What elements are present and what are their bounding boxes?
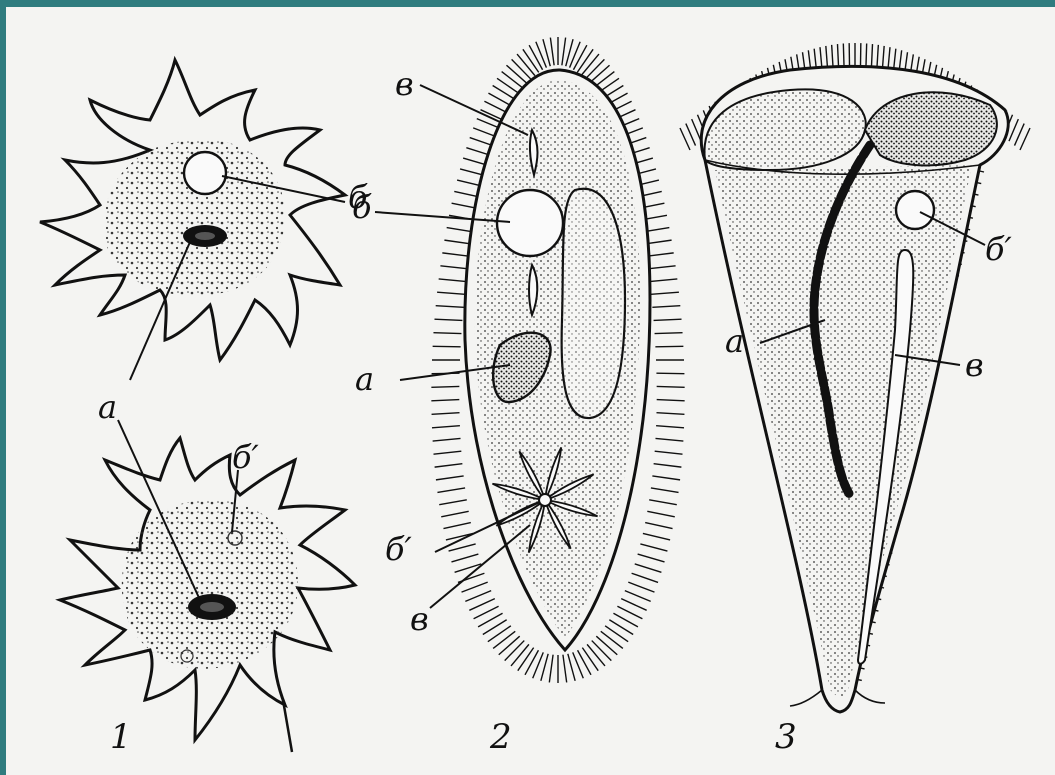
amoeba-lower bbox=[60, 438, 355, 752]
panel-number-2: 2 bbox=[489, 717, 512, 757]
panel-number-3: 3 bbox=[775, 717, 797, 757]
label-bprime-panel2: б′ bbox=[385, 530, 413, 568]
label-b-panel2: б bbox=[352, 188, 372, 226]
label-bprime-panel3: б′ bbox=[985, 230, 1013, 268]
label-a-panel1: а bbox=[98, 388, 117, 426]
label-v-top-panel2: в bbox=[395, 65, 414, 103]
panel-number-1: 1 bbox=[110, 717, 132, 757]
label-a-panel3: а bbox=[725, 322, 744, 360]
label-bprime-panel1: б′ bbox=[232, 438, 260, 476]
label-v-bottom-panel2: в bbox=[410, 600, 429, 638]
label-v-panel3: в bbox=[965, 346, 984, 384]
label-a-panel2: а bbox=[355, 360, 374, 398]
amoeba-upper bbox=[40, 60, 345, 360]
paramecium bbox=[431, 37, 684, 683]
